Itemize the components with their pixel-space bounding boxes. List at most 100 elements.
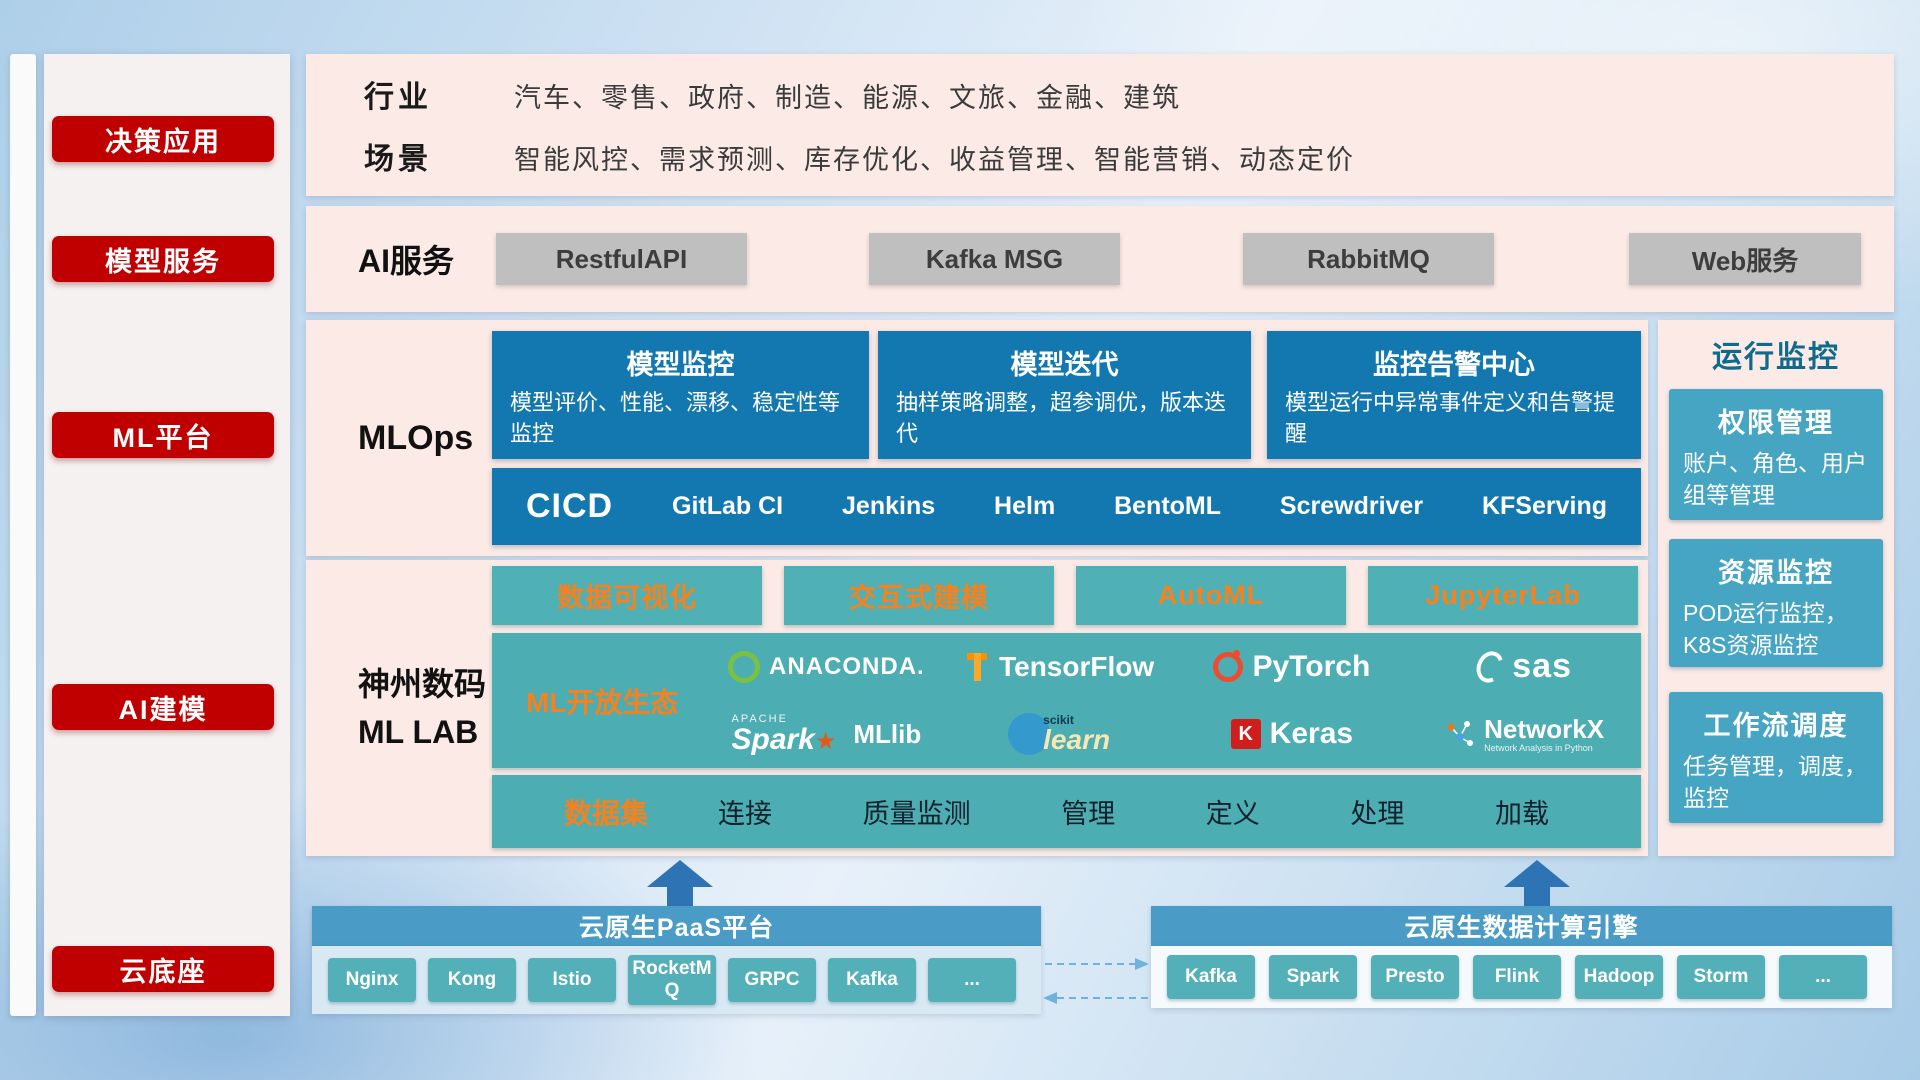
pytorch-logo-text: PyTorch [1252, 649, 1371, 683]
industry-label: 行业 [364, 81, 432, 114]
cicd-item-helm: Helm [994, 492, 1056, 520]
dataset-row: 数据集 连接 质量监测 管理 定义 处理 加载 [492, 775, 1641, 848]
mllab-label-line2: ML LAB [358, 714, 479, 750]
ai-service-restfulapi: RestfulAPI [496, 233, 747, 285]
pytorch-logo: PyTorch [1213, 649, 1371, 684]
tool-jupyterlab: JupyterLab [1368, 566, 1638, 625]
scene-row: 场景 智能风控、需求预测、库存优化、收益管理、智能营销、动态定价 [364, 134, 1894, 178]
tool-data-visualization: 数据可视化 [492, 566, 762, 625]
ml-ecosystem-panel: ML开放生态 ANACONDA. TensorFlow PyTorch sas [492, 633, 1641, 768]
model-monitoring-title: 模型监控 [626, 350, 735, 380]
paas-item-grpc: GRPC [728, 958, 816, 1002]
scikit-learn-icon [1008, 713, 1051, 756]
paas-item-kafka: Kafka [828, 958, 916, 1002]
model-iteration-title: 模型迭代 [1010, 350, 1119, 380]
sas-icon [1472, 647, 1509, 687]
keras-icon: K [1230, 719, 1261, 750]
mllib-text: MLlib [853, 718, 922, 749]
alert-center-desc: 模型运行中异常事件定义和告警提醒 [1285, 390, 1616, 446]
sas-logo: sas [1472, 647, 1572, 687]
engine-item-hadoop: Hadoop [1575, 955, 1663, 999]
mllab-panel: 神州数码 ML LAB 数据可视化 交互式建模 AutoML JupyterLa… [306, 560, 1648, 856]
cicd-item-screwdriver: Screwdriver [1279, 492, 1424, 520]
scene-value: 智能风控、需求预测、库存优化、收益管理、智能营销、动态定价 [514, 145, 1355, 175]
tensorflow-logo: TensorFlow [964, 651, 1154, 683]
permission-management-card: 权限管理 账户、角色、用户组等管理 [1669, 389, 1883, 520]
ai-service-kafka-msg: Kafka MSG [869, 233, 1120, 285]
ai-service-web: Web服务 [1629, 233, 1861, 285]
left-accent-strip [10, 54, 36, 1016]
paas-item-istio: Istio [528, 958, 616, 1002]
exchange-arrows-icon [1043, 958, 1149, 1004]
industry-row: 行业 汽车、零售、政府、制造、能源、文旅、金融、建筑 [364, 72, 1894, 116]
up-arrow-engine-stem [1524, 886, 1550, 908]
tensorflow-logo-text: TensorFlow [999, 650, 1155, 682]
cicd-item-jenkins: Jenkins [842, 492, 936, 520]
sidebar-item-model-service: 模型服务 [52, 236, 274, 282]
dataset-item-connect: 连接 [718, 799, 772, 829]
scikit-sub-text: scikit [1043, 713, 1074, 728]
data-engine-header: 云原生数据计算引擎 [1151, 906, 1892, 946]
industry-value: 汽车、零售、政府、制造、能源、文旅、金融、建筑 [514, 83, 1181, 113]
dataset-item-quality: 质量监测 [862, 799, 971, 829]
alert-center-card: 监控告警中心 模型运行中异常事件定义和告警提醒 [1267, 331, 1641, 459]
cicd-bar: CICD GitLab CI Jenkins Helm BentoML Scre… [492, 468, 1641, 545]
cicd-title: CICD [526, 487, 614, 525]
ml-ecosystem-label: ML开放生态 [526, 686, 679, 718]
workflow-scheduling-card: 工作流调度 任务管理，调度，监控 [1669, 692, 1883, 823]
up-arrow-engine-icon [1504, 860, 1570, 887]
networkx-logo: NetworkX Network Analysis in Python [1445, 715, 1604, 753]
sidebar-item-decision-app: 决策应用 [52, 116, 274, 162]
permission-management-desc: 账户、角色、用户组等管理 [1683, 450, 1867, 508]
workflow-scheduling-title: 工作流调度 [1703, 711, 1849, 741]
anaconda-logo: ANACONDA. [728, 650, 925, 683]
paas-item-rocketmq: RocketMQ [628, 955, 716, 1005]
engine-item-flink: Flink [1473, 955, 1561, 999]
mlops-label: MLOps [358, 418, 474, 457]
ai-service-panel: AI服务 RestfulAPI Kafka MSG RabbitMQ Web服务 [306, 206, 1894, 312]
paas-platform-header: 云原生PaaS平台 [312, 906, 1041, 946]
mlops-panel: MLOps 模型监控 模型评价、性能、漂移、稳定性等监控 模型迭代 抽样策略调整… [306, 320, 1648, 556]
networkx-sub-text: Network Analysis in Python [1484, 742, 1593, 753]
engine-item-presto: Presto [1371, 955, 1459, 999]
model-iteration-desc: 抽样策略调整，超参调优，版本迭代 [896, 390, 1227, 446]
model-iteration-card: 模型迭代 抽样策略调整，超参调优，版本迭代 [878, 331, 1251, 459]
resource-monitoring-title: 资源监控 [1718, 558, 1834, 588]
ml-ecosystem-logos: ANACONDA. TensorFlow PyTorch sas APACH [710, 633, 1641, 768]
runtime-monitoring-panel: 运行监控 权限管理 账户、角色、用户组等管理 资源监控 POD运行监控，K8S资… [1658, 320, 1894, 856]
paas-items-row: Nginx Kong Istio RocketMQ GRPC Kafka ... [312, 946, 1041, 1014]
sidebar-item-cloud-base: 云底座 [52, 946, 274, 992]
dataset-label: 数据集 [564, 797, 649, 829]
paas-item-kong: Kong [428, 958, 516, 1002]
dataset-item-define: 定义 [1205, 799, 1260, 829]
workflow-scheduling-desc: 任务管理，调度，监控 [1683, 753, 1867, 811]
sidebar-item-ai-modeling: AI建模 [52, 684, 274, 730]
cicd-item-gitlab-ci: GitLab CI [672, 492, 784, 520]
spark-star-icon: ★ [814, 727, 837, 755]
scene-label: 场景 [364, 143, 432, 176]
engine-item-kafka: Kafka [1167, 955, 1255, 999]
dataset-item-manage: 管理 [1061, 799, 1116, 829]
mllab-tools-row: 数据可视化 交互式建模 AutoML JupyterLab [492, 566, 1638, 625]
applications-panel: 行业 汽车、零售、政府、制造、能源、文旅、金融、建筑 场景 智能风控、需求预测、… [306, 54, 1894, 196]
ai-service-label: AI服务 [358, 243, 455, 279]
keras-logo-text: Keras [1269, 717, 1354, 751]
tool-automl: AutoML [1076, 566, 1346, 625]
spark-apache-text: APACHE [731, 712, 788, 725]
runtime-monitoring-title: 运行监控 [1712, 341, 1840, 374]
mllab-label: 神州数码 ML LAB [358, 660, 486, 756]
sas-logo-text: sas [1512, 647, 1572, 686]
cicd-item-bentoml: BentoML [1114, 492, 1222, 520]
spark-logo-text: Spark★ [731, 722, 837, 756]
dataset-item-load: 加载 [1494, 799, 1549, 829]
networkx-icon [1447, 721, 1474, 747]
model-monitoring-desc: 模型评价、性能、漂移、稳定性等监控 [510, 390, 841, 446]
data-engine-items-row: Kafka Spark Presto Flink Hadoop Storm ..… [1151, 946, 1892, 1008]
dataset-items: 连接 质量监测 管理 定义 处理 加载 [682, 792, 1641, 831]
resource-monitoring-card: 资源监控 POD运行监控，K8S资源监控 [1669, 539, 1883, 667]
spark-logo: APACHE Spark★ [731, 712, 837, 756]
spark-word: Spark [731, 722, 815, 756]
anaconda-icon [728, 650, 761, 683]
keras-logo: K Keras [1230, 717, 1354, 751]
